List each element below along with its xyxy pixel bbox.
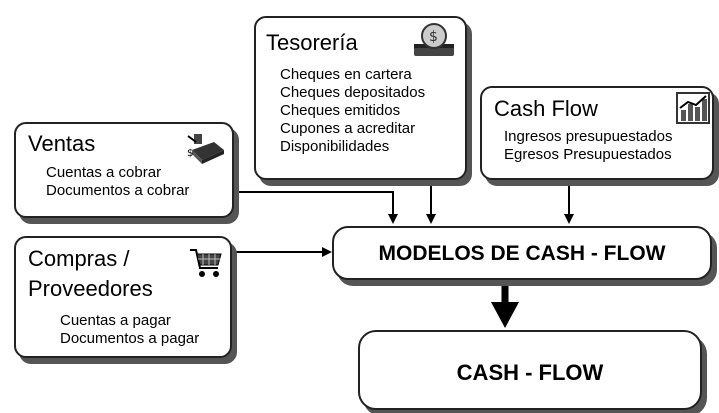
tesoreria-item: Cupones a acreditar <box>280 120 416 137</box>
cashflow-result-label: CASH - FLOW <box>456 360 604 385</box>
tesoreria-box: Tesorería Cheques en cartera Cheques dep… <box>254 16 467 180</box>
compras-item: Documentos a pagar <box>60 330 200 347</box>
arrow-ventas-to-modelos <box>236 191 398 224</box>
tesoreria-item: Cheques en cartera <box>280 66 412 83</box>
compras-items: Cuentas a pagar Documentos a pagar <box>60 312 199 348</box>
cash-register-icon: $ <box>187 134 224 164</box>
money-dollar-icon: $ <box>414 23 454 56</box>
tesoreria-item: Cheques depositados <box>280 84 426 101</box>
tesoreria-item: Disponibilidades <box>280 138 390 155</box>
tesoreria-title: Tesorería <box>266 30 358 55</box>
compras-title-line2: Proveedores <box>28 276 153 301</box>
cashflow-budget-items: Ingresos presupuestados Egresos Presupue… <box>504 128 672 164</box>
modelos-cashflow-label: MODELOS DE CASH - FLOW <box>378 242 666 265</box>
modelos-cashflow-box: MODELOS DE CASH - FLOW <box>332 226 712 280</box>
compras-item: Cuentas a pagar <box>60 312 171 329</box>
cashflow-result-box: CASH - FLOW <box>358 330 702 410</box>
cashflow-budget-title: Cash Flow <box>494 96 598 121</box>
svg-text:$: $ <box>429 29 438 45</box>
tesoreria-item: Cheques emitidos <box>280 102 401 119</box>
compras-box: Compras / Proveedores Cuentas a pagar Do… <box>14 236 232 358</box>
arrow-modelos-to-cashflow-head <box>491 302 519 328</box>
ventas-items: Cuentas a cobrar Documentos a cobrar <box>46 164 189 200</box>
compras-title-line1: Compras / <box>28 246 130 271</box>
cashflow-budget-box: Cash Flow Ingresos presupuestados Egreso… <box>480 86 714 180</box>
svg-text:$: $ <box>187 148 193 159</box>
ventas-item: Documentos a cobrar <box>46 182 190 199</box>
bar-chart-icon <box>676 92 710 124</box>
cashflow-budget-item: Egresos Presupuestados <box>504 146 672 163</box>
ventas-item: Cuentas a cobrar <box>46 164 162 181</box>
ventas-title: Ventas <box>28 131 96 156</box>
tesoreria-items: Cheques en cartera Cheques depositados C… <box>280 66 425 156</box>
ventas-box: Ventas Cuentas a cobrar Documentos a cob… <box>14 122 234 218</box>
cashflow-budget-item: Ingresos presupuestados <box>504 128 673 145</box>
shopping-cart-icon <box>190 249 222 277</box>
